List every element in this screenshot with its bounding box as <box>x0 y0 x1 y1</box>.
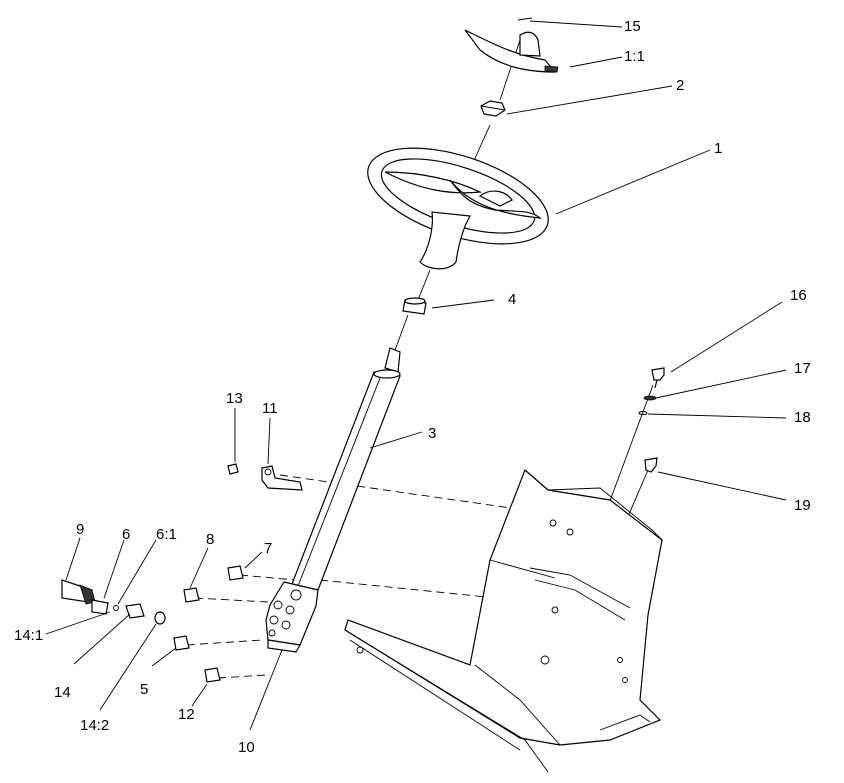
callout-16: 16 <box>790 287 807 304</box>
steering-nut <box>480 100 506 117</box>
callout-3: 3 <box>428 425 436 442</box>
callout-6: 6 <box>122 526 130 543</box>
bolt-hardware <box>638 367 665 473</box>
callout-8: 8 <box>206 531 214 548</box>
callout-6-1: 6:1 <box>156 526 177 543</box>
callout-labels: 15 1:1 2 1 4 16 17 18 19 13 11 3 9 6 6:1… <box>14 18 811 756</box>
steering-column <box>291 347 401 591</box>
callout-13: 13 <box>226 390 243 407</box>
steering-wheel <box>367 147 549 270</box>
leader-lines <box>45 20 787 731</box>
frame <box>344 468 663 773</box>
callout-14-1: 14:1 <box>14 627 43 644</box>
callout-1: 1 <box>714 140 722 157</box>
callout-5: 5 <box>140 681 148 698</box>
hydraulic-fittings <box>173 565 244 683</box>
callout-17: 17 <box>794 360 811 377</box>
callout-1-1: 1:1 <box>624 48 645 65</box>
callout-2: 2 <box>676 77 684 94</box>
column-bracket <box>227 463 303 491</box>
callout-18: 18 <box>794 409 811 426</box>
column-bearing <box>402 297 427 315</box>
callout-7: 7 <box>264 540 272 557</box>
callout-19: 19 <box>794 497 811 514</box>
callout-11: 11 <box>262 400 278 417</box>
callout-15: 15 <box>624 18 641 35</box>
callout-12: 12 <box>178 706 195 723</box>
hub-cover <box>464 17 559 73</box>
callout-4: 4 <box>508 291 516 308</box>
callout-14: 14 <box>54 684 71 701</box>
callout-14-2: 14:2 <box>80 717 109 734</box>
callout-9: 9 <box>76 521 84 538</box>
switch-assembly <box>61 579 166 625</box>
steering-valve <box>265 581 319 653</box>
callout-10: 10 <box>238 739 255 756</box>
